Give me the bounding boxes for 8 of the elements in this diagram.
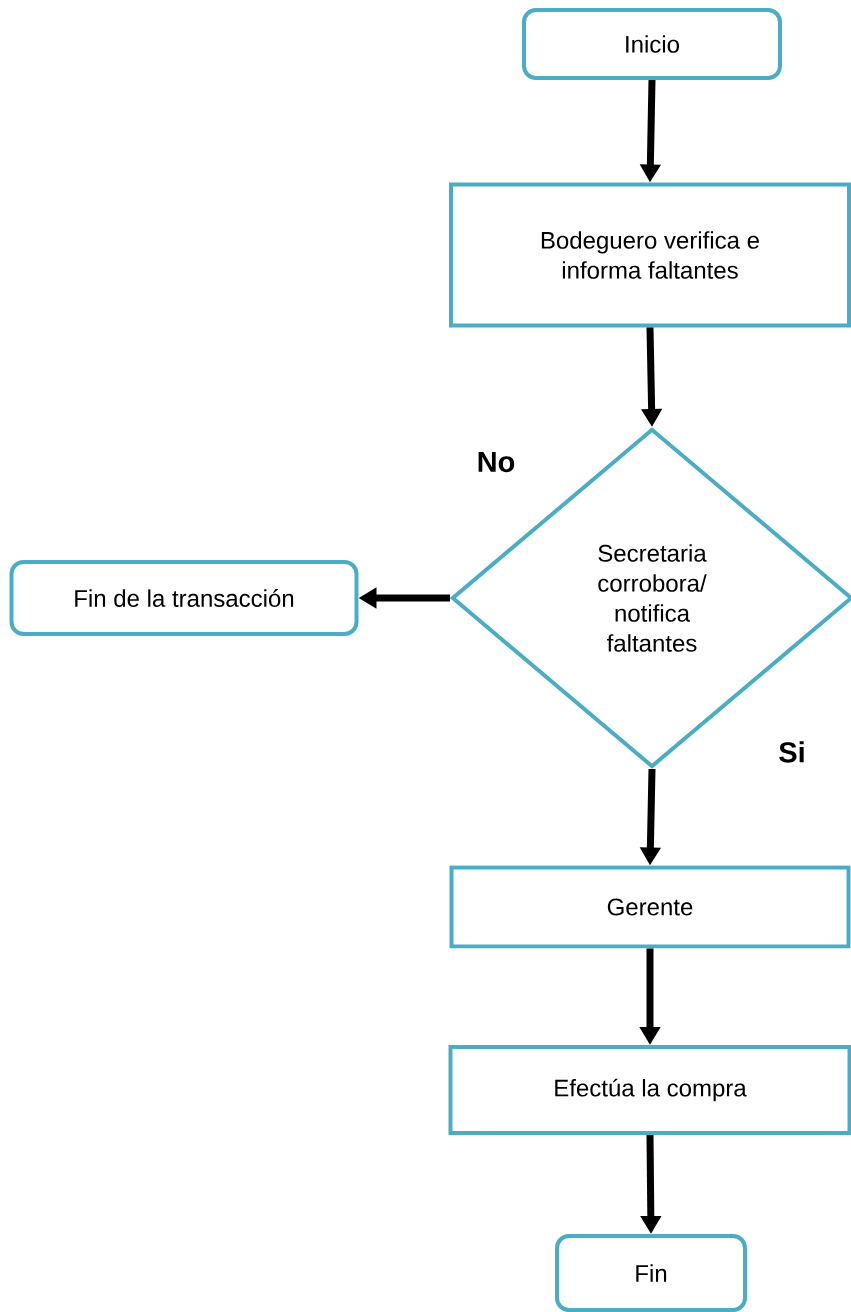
terminal-box: Fin de la transacción bbox=[9, 560, 359, 636]
branch-label: No bbox=[478, 451, 515, 473]
process-box: Gerente bbox=[449, 865, 851, 949]
terminal-box: Fin bbox=[555, 1234, 747, 1312]
branch-label: Si bbox=[779, 741, 804, 763]
process-box: Efectúa la compra bbox=[448, 1045, 851, 1135]
terminal-box: Inicio bbox=[522, 8, 782, 80]
process-box: Bodeguero verifica e informa faltantes bbox=[449, 182, 851, 328]
